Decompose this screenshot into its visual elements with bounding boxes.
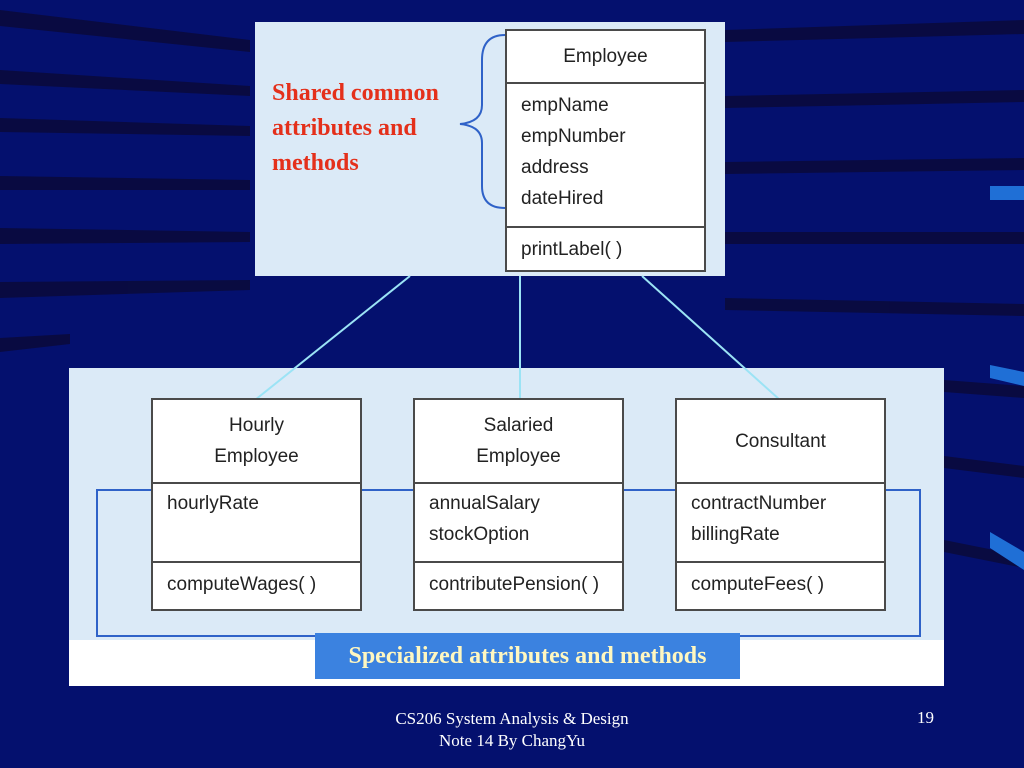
- class-name-section: Salaried Employee: [415, 400, 622, 482]
- attribute: hourlyRate: [167, 493, 259, 514]
- hourly-employee-class-box: Hourly Employee hourlyRate computeWages(…: [151, 398, 362, 611]
- methods-section: contributePension( ): [415, 561, 622, 609]
- attribute: address: [521, 157, 589, 178]
- attribute: dateHired: [521, 188, 604, 209]
- shared-label-line-2: attributes and: [272, 115, 417, 141]
- connector-hourly: [254, 275, 411, 401]
- footer-caption: CS206 System Analysis & Design Note 14 B…: [330, 708, 694, 752]
- attribute: empName: [521, 95, 609, 116]
- employee-class-box: Employee empName empNumber address dateH…: [505, 29, 706, 272]
- method: computeWages( ): [167, 574, 317, 595]
- class-name-section: Employee: [507, 31, 704, 82]
- methods-section: printLabel( ): [507, 226, 704, 270]
- attributes-section: annualSalary stockOption: [415, 482, 622, 561]
- attribute: stockOption: [429, 524, 530, 545]
- class-name-line: Hourly: [229, 415, 284, 436]
- method: contributePension( ): [429, 574, 600, 595]
- class-name-line: Employee: [214, 446, 299, 467]
- footer-line-2: Note 14 By ChangYu: [439, 731, 585, 750]
- footer-line-1: CS206 System Analysis & Design: [395, 709, 629, 728]
- attribute: contractNumber: [691, 493, 827, 514]
- method: computeFees( ): [691, 574, 825, 595]
- shared-label: Shared common attributes and methods: [272, 76, 439, 181]
- class-name-line: Salaried: [483, 415, 554, 436]
- consultant-class-box: Consultant contractNumber billingRate co…: [675, 398, 886, 611]
- method: printLabel( ): [521, 239, 623, 260]
- methods-section: computeFees( ): [677, 561, 884, 609]
- shared-label-line-1: Shared common: [272, 80, 439, 106]
- attribute: empNumber: [521, 126, 626, 147]
- attribute: annualSalary: [429, 493, 540, 514]
- specialized-label: Specialized attributes and methods: [315, 633, 740, 679]
- class-name-line: Consultant: [735, 430, 826, 452]
- attributes-section: contractNumber billingRate: [677, 482, 884, 561]
- salaried-employee-class-box: Salaried Employee annualSalary stockOpti…: [413, 398, 624, 611]
- methods-section: computeWages( ): [153, 561, 360, 609]
- class-name-section: Hourly Employee: [153, 400, 360, 482]
- shared-label-line-3: methods: [272, 150, 359, 176]
- attribute: billingRate: [691, 524, 780, 545]
- curly-bracket: [459, 34, 506, 209]
- class-name-section: Consultant: [677, 400, 884, 482]
- attributes-section: hourlyRate: [153, 482, 360, 561]
- class-name: Employee: [563, 46, 648, 67]
- class-name-line: Employee: [476, 446, 561, 467]
- page-number: 19: [917, 708, 934, 727]
- attributes-section: empName empNumber address dateHired: [507, 82, 704, 226]
- connector-consultant: [641, 275, 781, 401]
